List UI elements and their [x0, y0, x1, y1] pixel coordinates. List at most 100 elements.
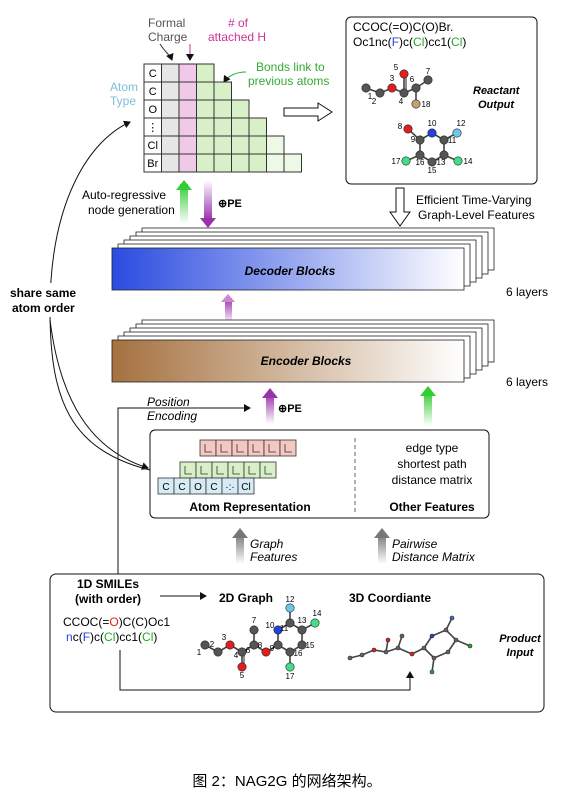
bonds-link-label: Bonds link to: [256, 60, 325, 74]
atom: [403, 124, 413, 134]
atom-index: 17: [286, 672, 295, 681]
atom-index: 1: [197, 648, 202, 657]
token-cell: [227, 461, 245, 479]
formal-charge-label-2: Charge: [148, 30, 188, 44]
atom-index: 11: [280, 624, 289, 633]
atom-index: 14: [313, 609, 322, 618]
token-bracket: [236, 444, 244, 453]
token-bracket: [264, 466, 272, 475]
atom: [445, 649, 451, 655]
smiles-title-2: (with order): [75, 592, 141, 606]
bond-cell: [248, 135, 267, 155]
atom: [213, 647, 223, 657]
token-text: Cl: [241, 482, 250, 493]
input-smiles-line2: nc(F)c(Cl)cc1(Cl): [66, 630, 157, 644]
smiles-title: 1D SMILEs: [77, 577, 139, 591]
attached-h-cell: [178, 153, 197, 173]
atom: [439, 150, 449, 160]
atom: [415, 150, 425, 160]
bond: [445, 629, 457, 641]
position-encoding-label: Position: [147, 395, 190, 409]
atom-index: 4: [234, 651, 239, 660]
bond-cell: [213, 135, 232, 155]
bond-cell: [213, 99, 232, 119]
decoder-layers: 6 layers: [506, 285, 548, 299]
token-bracket: [268, 444, 276, 453]
share-label-2: atom order: [12, 301, 75, 315]
formal-charge-cell: [161, 117, 180, 137]
pairwise-label-2: Distance Matrix: [392, 550, 476, 564]
token-bracket: [248, 466, 256, 475]
graph-features-arrow: [236, 534, 244, 564]
atom-index: 11: [448, 136, 457, 145]
bond-cell: [196, 117, 215, 137]
atom-index: 3: [390, 74, 395, 83]
table-to-reactant-arrow: [283, 102, 333, 122]
bond: [431, 657, 435, 673]
atom: [371, 647, 377, 653]
pe-label-bottom: ⊕PE: [278, 403, 302, 415]
bond: [447, 639, 457, 653]
bond: [423, 647, 435, 659]
atom-type-text: Cl: [148, 140, 158, 152]
atom: [453, 637, 459, 643]
atom-index: 12: [457, 119, 466, 128]
atom: [375, 88, 385, 98]
atom-type-text: ⋮: [147, 122, 158, 134]
legend-group: Formal Charge # of attached H Bonds link…: [110, 16, 329, 108]
bond-cell: [213, 153, 232, 173]
share-label: share same: [10, 286, 76, 300]
bond-cell: [248, 153, 267, 173]
atom: [467, 643, 473, 649]
token-bracket: [232, 466, 240, 475]
bond: [423, 635, 433, 649]
pairwise-label: Pairwise: [392, 537, 438, 551]
formal-charge-cell: [161, 81, 180, 101]
atom: [401, 156, 411, 166]
token-cell: [247, 439, 265, 457]
graph-features-label: Graph: [250, 537, 284, 551]
encoder-layers: 6 layers: [506, 375, 548, 389]
atom: [225, 640, 235, 650]
token-cell: [237, 477, 255, 495]
atom-index: 9: [270, 644, 275, 653]
decoder-stack: [111, 227, 495, 291]
atom-index: 8: [258, 641, 263, 650]
atom: [427, 128, 437, 138]
atom: [423, 75, 433, 85]
atom: [273, 625, 283, 635]
token-cell: [215, 439, 233, 457]
token-cell: [279, 439, 297, 457]
input-smiles-line1: CCOC(=O)C(C)Oc1: [63, 615, 170, 629]
token-cell: [179, 461, 197, 479]
formal-charge-cell: [161, 63, 180, 83]
bond-cell: [196, 81, 215, 101]
atom-index: 17: [392, 157, 401, 166]
atom-type-text: Br: [147, 158, 158, 170]
atom-index: 5: [240, 671, 245, 680]
bond-cell: [248, 117, 267, 137]
attached-h-cell: [178, 81, 197, 101]
attached-h-cell: [178, 117, 197, 137]
coord3d-title: 3D Coordiante: [349, 591, 431, 605]
atom-index: 15: [428, 166, 437, 175]
bond-cell: [266, 153, 285, 173]
atom: [273, 640, 283, 650]
attached-h-cell: [178, 99, 197, 119]
atom-index: 16: [416, 158, 425, 167]
bond: [455, 639, 471, 647]
atom: [285, 647, 295, 657]
atom-type-text: C: [149, 86, 157, 98]
atom: [395, 645, 401, 651]
atom: [399, 69, 409, 79]
bond: [431, 629, 447, 637]
token-bracket: [220, 444, 228, 453]
atom-index: 7: [252, 616, 257, 625]
encoder-label: Encoder Blocks: [261, 354, 352, 368]
atom-index: 10: [266, 621, 275, 630]
atom-index: 6: [410, 75, 415, 84]
formal-charge-label: Formal: [148, 16, 185, 30]
token-cell: [263, 439, 281, 457]
atom: [387, 83, 397, 93]
